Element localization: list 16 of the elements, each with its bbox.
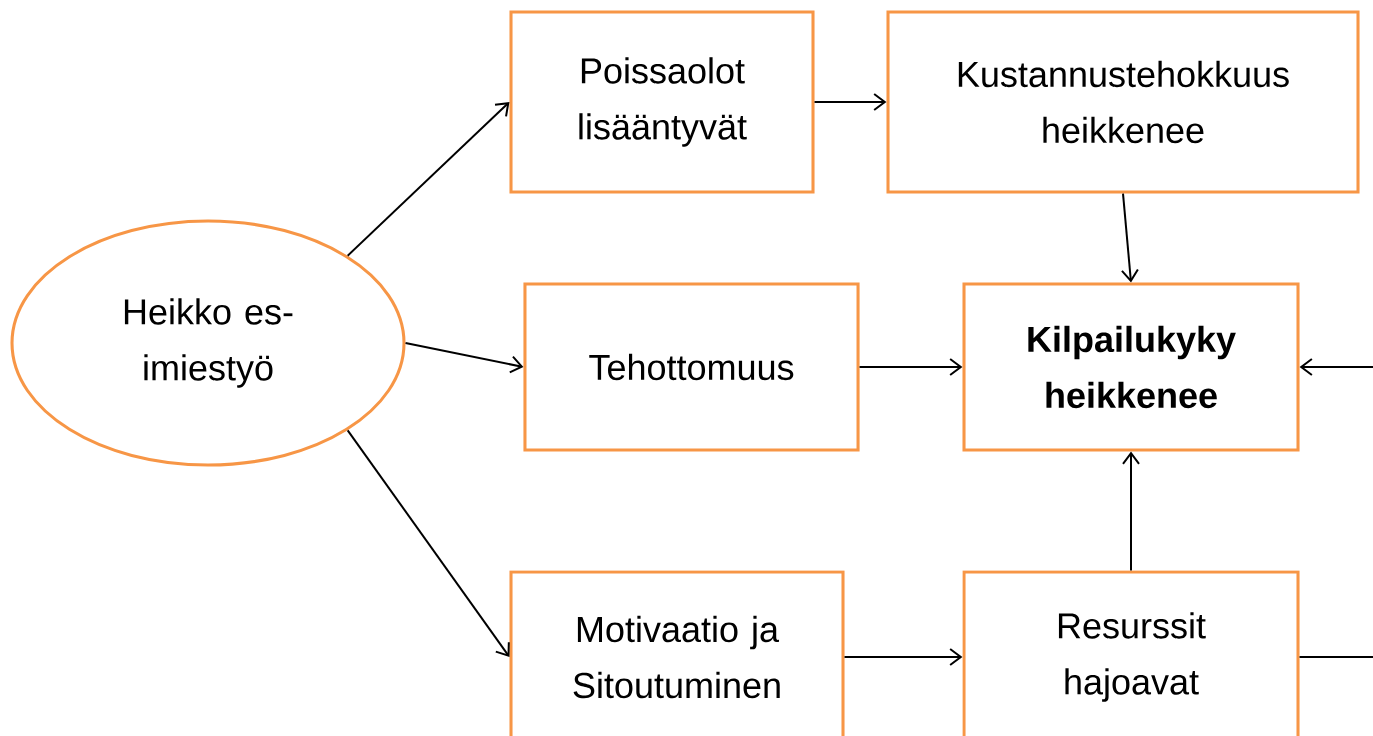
arrow xyxy=(346,102,510,257)
arrow xyxy=(843,648,963,666)
process-box: Kilpailukyky heikkenee xyxy=(962,282,1300,452)
arrow xyxy=(858,358,963,376)
process-box: Resurssit hajoavat xyxy=(962,570,1300,736)
process-box: Motivaatio ja Sitoutuminen xyxy=(509,570,845,736)
process-box: Poissaolot lisääntyvät xyxy=(509,10,815,194)
process-box: Kustannustehokkuus heikkenee xyxy=(886,10,1360,194)
ellipse-node: Heikko es- imiestyö xyxy=(10,219,406,467)
arrow xyxy=(1298,358,1373,658)
process-box: Tehottomuus xyxy=(523,282,860,452)
arrow xyxy=(813,93,887,111)
arrow xyxy=(1122,451,1140,572)
arrow xyxy=(1120,192,1139,283)
arrow xyxy=(346,429,510,657)
arrow xyxy=(404,342,524,374)
